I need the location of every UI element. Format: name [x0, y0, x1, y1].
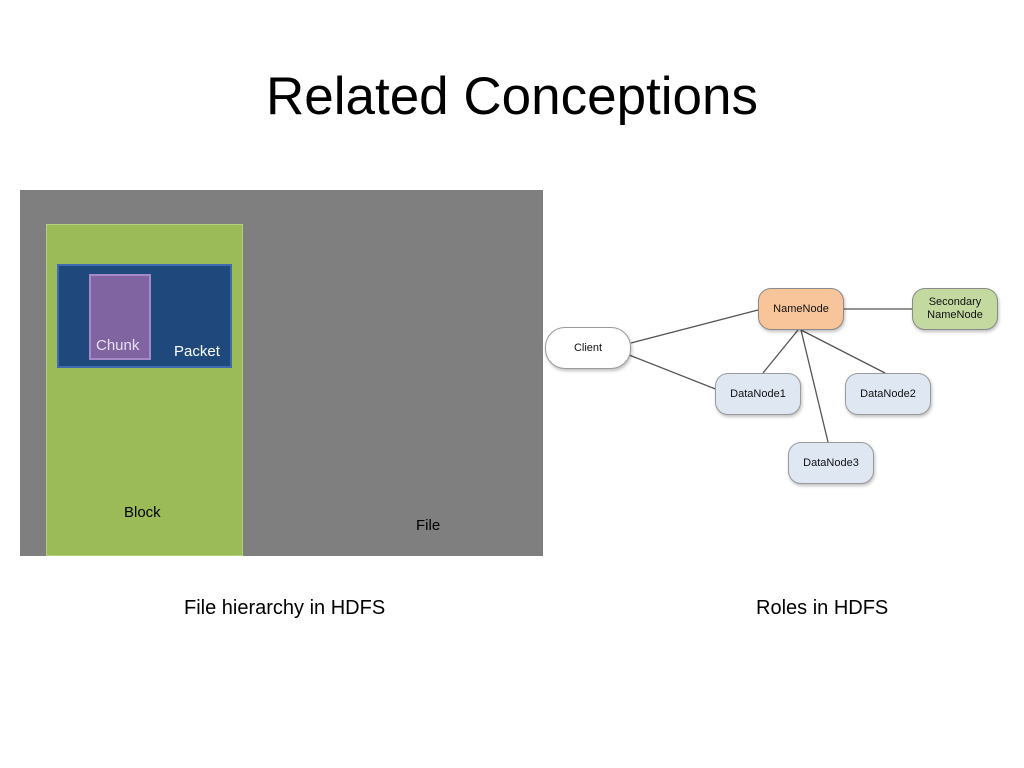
edge-client-namenode — [630, 309, 759, 344]
datanode3-label: DataNode3 — [803, 456, 859, 469]
datanode1-label: DataNode1 — [730, 387, 786, 400]
roles-diagram: Client NameNode Secondary NameNode DataN… — [543, 255, 1004, 490]
roles-edges — [628, 308, 912, 443]
roles-caption: Roles in HDFS — [756, 597, 889, 619]
namenode-node: NameNode — [758, 288, 844, 330]
block-label: Block — [124, 504, 161, 521]
secondary-namenode-node: Secondary NameNode — [912, 288, 998, 330]
secondary-line2: NameNode — [927, 309, 983, 321]
slide-title: Related Conceptions — [265, 67, 759, 126]
chunk-label: Chunk — [96, 337, 140, 354]
edge-namenode-datanode3 — [800, 329, 829, 443]
file-label: File — [416, 517, 441, 534]
packet-label: Packet — [174, 343, 220, 360]
datanode1-node: DataNode1 — [715, 373, 801, 415]
edge-namenode-datanode2 — [800, 329, 886, 374]
client-node-label: Client — [573, 341, 603, 354]
secondary-line1: Secondary — [928, 296, 982, 308]
edge-namenode-datanode1 — [762, 329, 799, 374]
client-node: Client — [545, 327, 631, 369]
namenode-node-label: NameNode — [773, 302, 829, 315]
datanode2-node: DataNode2 — [845, 373, 931, 415]
chunk-box — [89, 274, 151, 360]
datanode3-node: DataNode3 — [788, 442, 874, 484]
file-hierarchy-figure: Chunk Packet Block File — [20, 190, 543, 556]
file-hierarchy-caption: File hierarchy in HDFS — [184, 597, 386, 619]
secondary-namenode-label: Secondary NameNode — [927, 296, 983, 322]
datanode2-label: DataNode2 — [860, 387, 916, 400]
edge-client-datanode1 — [628, 354, 719, 391]
